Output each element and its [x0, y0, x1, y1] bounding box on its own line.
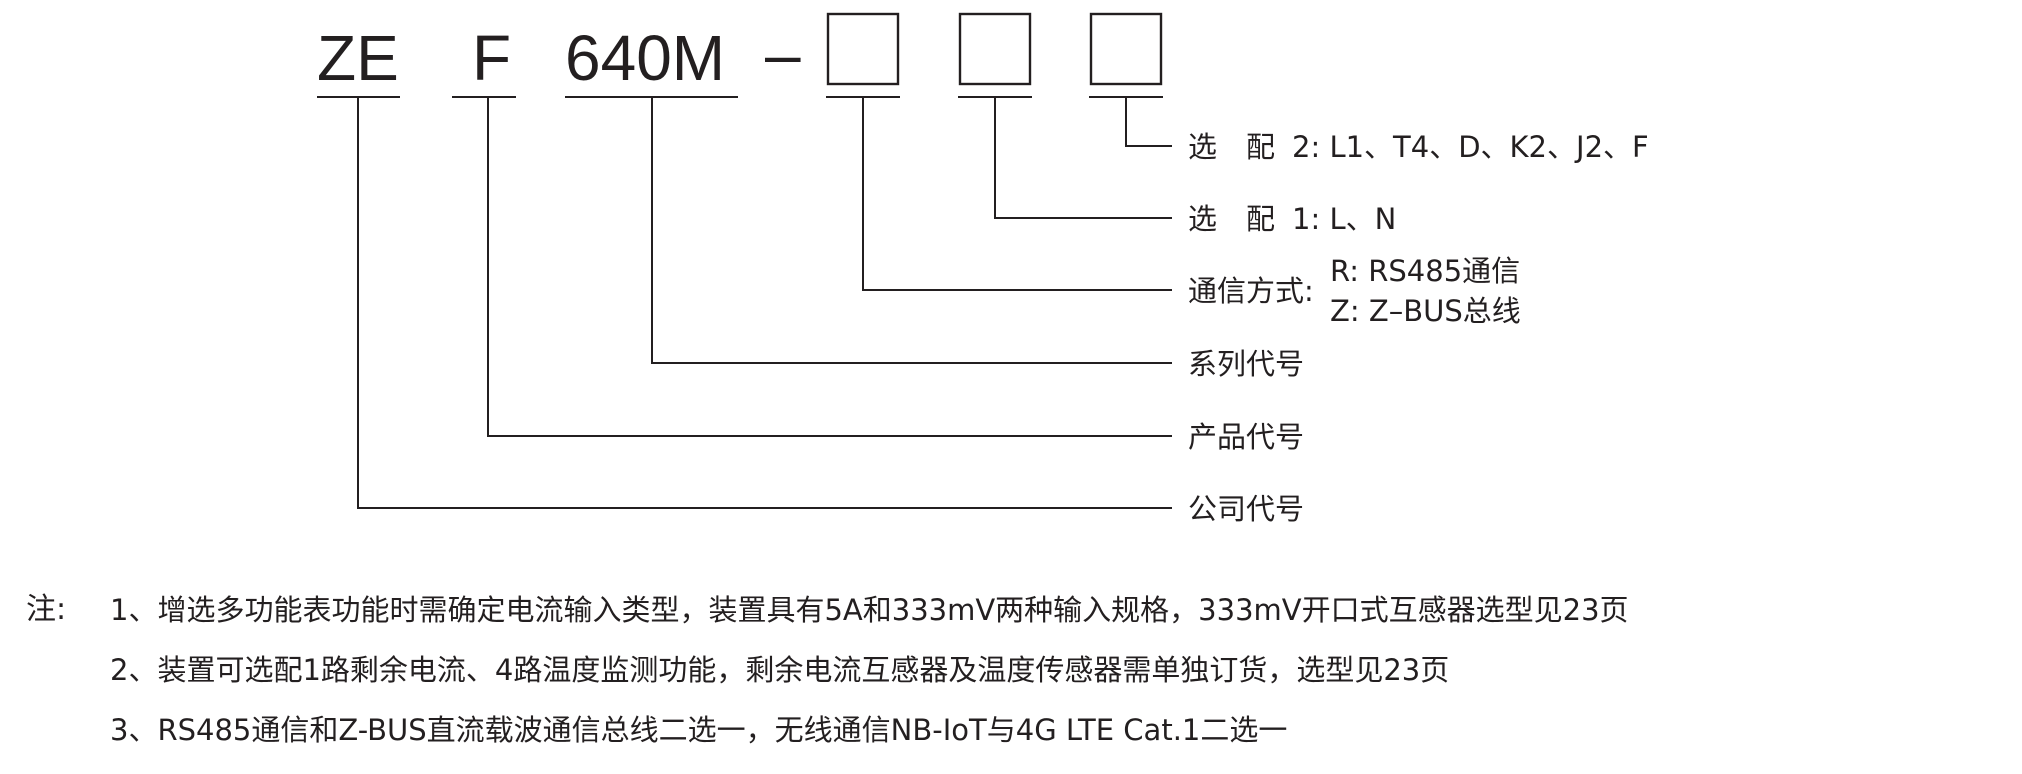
label-comm-name: 通信方式:	[1188, 274, 1314, 308]
label-option2-value: 2: L1、T4、D、K2、J2、F	[1292, 130, 1649, 164]
leader-comm	[862, 97, 1172, 291]
label-product: 产品代号	[1188, 420, 1304, 454]
label-option1-name: 选 配	[1188, 202, 1275, 236]
code-segment-company: ZE	[317, 22, 399, 94]
label-company: 公司代号	[1188, 492, 1304, 526]
label-option1-value: 1: L、N	[1292, 202, 1396, 236]
label-comm-r: R: RS485通信	[1330, 254, 1520, 288]
code-segment-series: 640M	[565, 22, 725, 94]
note-item-2: 2、装置可选配1路剩余电流、4路温度监测功能，剩余电流互感器及温度传感器需单独订…	[110, 653, 1450, 687]
placeholder-box-comm	[826, 12, 900, 86]
leader-company	[357, 97, 1172, 509]
notes-section: 注: 1、增选多功能表功能时需确定电流输入类型，装置具有5A和333mV两种输入…	[0, 588, 2022, 768]
placeholder-box-option1	[958, 12, 1032, 86]
label-comm-z: Z: Z–BUS总线	[1330, 294, 1521, 328]
label-series: 系列代号	[1188, 347, 1304, 381]
label-option2-name: 选 配	[1188, 130, 1275, 164]
leader-product	[487, 97, 1172, 437]
note-item-3: 3、RS485通信和Z-BUS直流载波通信总线二选一，无线通信NB-IoT与4G…	[110, 713, 1288, 747]
code-segment-product: F	[472, 22, 511, 94]
notes-label: 注:	[26, 592, 67, 627]
code-dash: –	[765, 18, 801, 90]
leader-series	[651, 97, 1172, 364]
leader-option1	[994, 97, 1172, 219]
note-item-1: 1、增选多功能表功能时需确定电流输入类型，装置具有5A和333mV两种输入规格，…	[110, 593, 1629, 627]
placeholder-box-option2	[1089, 12, 1163, 86]
leader-option2	[1125, 97, 1172, 147]
